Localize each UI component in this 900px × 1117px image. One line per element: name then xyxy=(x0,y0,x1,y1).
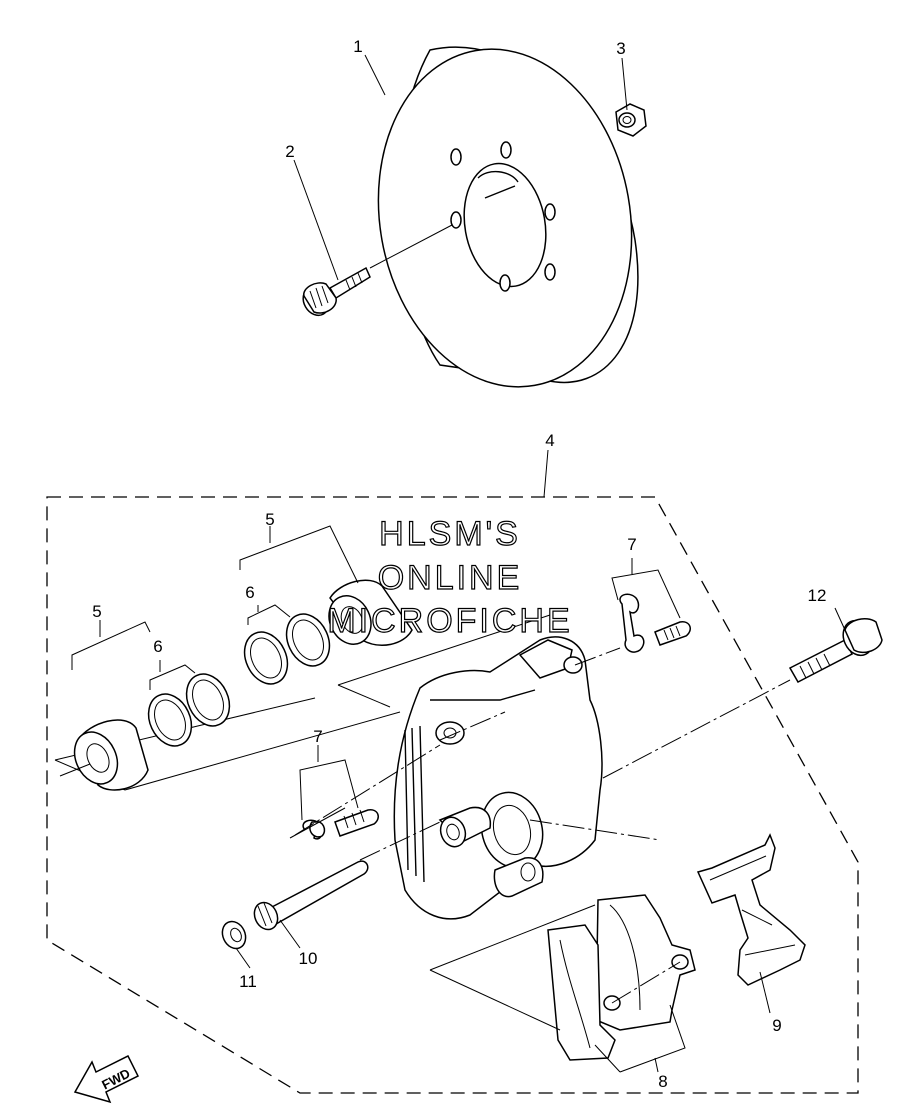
slide-pin-boot xyxy=(221,920,247,950)
assembly-center-lines xyxy=(294,647,791,1031)
leader-lines xyxy=(71,54,846,1073)
brake-pads xyxy=(547,894,696,1061)
slide-pin xyxy=(253,860,369,931)
caliper-assembly-boundary xyxy=(46,496,859,1094)
caliper-bolt xyxy=(788,618,883,683)
callout-5a: 5 xyxy=(265,510,274,529)
brake-disc xyxy=(377,46,639,388)
disc-nut xyxy=(615,103,647,137)
callout-7a: 7 xyxy=(627,535,636,554)
pad-spring xyxy=(696,833,806,986)
callout-3: 3 xyxy=(616,39,625,58)
piston-set-lower xyxy=(54,673,401,791)
watermark: HLSM'S ONLINE MICROFICHE xyxy=(327,514,572,640)
callout-11: 11 xyxy=(239,972,257,991)
forward-direction-arrow: FWD xyxy=(73,1054,140,1104)
disc-bolt xyxy=(302,224,453,317)
callout-6a: 6 xyxy=(245,583,254,602)
watermark-line-3: MICROFICHE xyxy=(327,602,572,640)
callout-8: 8 xyxy=(658,1072,667,1091)
caliper-body xyxy=(393,636,603,920)
bleed-screw-upper xyxy=(619,593,691,653)
callout-2: 2 xyxy=(285,142,294,161)
piston-set-upper xyxy=(243,579,551,708)
callout-12: 12 xyxy=(808,586,827,605)
callout-5b: 5 xyxy=(92,602,101,621)
callout-7b: 7 xyxy=(313,727,322,746)
callout-6b: 6 xyxy=(153,637,162,656)
watermark-line-1: HLSM'S xyxy=(379,515,521,553)
callout-1: 1 xyxy=(353,37,362,56)
bleed-screw-lower xyxy=(289,807,379,840)
watermark-line-2: ONLINE xyxy=(378,559,523,597)
callout-4: 4 xyxy=(545,431,554,450)
callout-9: 9 xyxy=(772,1016,781,1035)
callout-10: 10 xyxy=(299,949,318,968)
